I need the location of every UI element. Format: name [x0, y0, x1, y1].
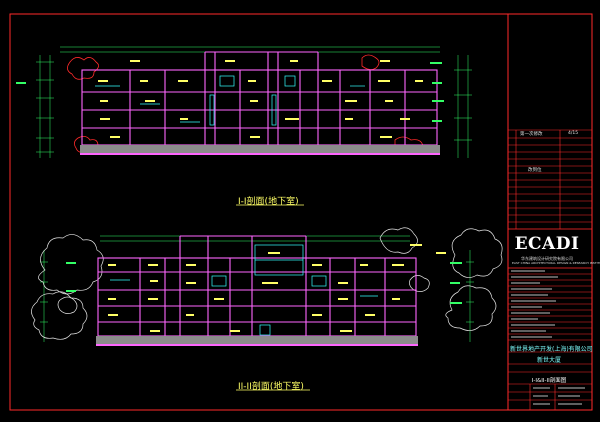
- company-subtitle-cn: 华东建筑设计研究院有限公司: [521, 256, 573, 261]
- foundation-slab-bottom: [96, 336, 418, 344]
- revision-label: 第一次修改: [520, 132, 543, 137]
- section-I-I[interactable]: [16, 46, 472, 158]
- section-walls-top: [81, 51, 438, 146]
- revision-date: 4/15: [568, 131, 579, 136]
- room-labels-bottom: [108, 244, 446, 332]
- foundation-ground-top: [80, 153, 440, 155]
- interior-details-top: [95, 75, 365, 126]
- section-II-II[interactable]: [31, 227, 503, 346]
- ecadi-logo-box: [507, 228, 593, 269]
- room-labels-top: [98, 60, 423, 138]
- project-name: 新世大厦: [536, 357, 561, 364]
- titleblock-notes: [511, 270, 585, 405]
- landscape-trees: [31, 227, 503, 340]
- dimension-lines-right-top: [454, 55, 472, 158]
- company-subtitle-en: EAST CHINA ARCHITECTURAL DESIGN & RESEAR…: [512, 261, 600, 265]
- section-walls-bottom: [97, 235, 417, 337]
- revision-note: 改到位: [528, 168, 542, 173]
- callouts-right-top: [16, 62, 444, 122]
- section-title-bottom: II-II剖面(地下室): [238, 382, 304, 392]
- titleblock-grid: [508, 129, 592, 410]
- sheet-border: [9, 13, 593, 411]
- section-title-top: I-I剖面(地下室): [238, 197, 299, 207]
- foundation-slab-top: [80, 145, 440, 153]
- company-logo: ECADI: [514, 234, 580, 254]
- foundation-ground-bottom: [96, 344, 418, 346]
- client-name: 新世界地产开发(上海)有限公司: [510, 346, 593, 353]
- interior-details-bottom: [110, 244, 378, 336]
- drawing-title: I-I&II-II剖面图: [531, 378, 567, 384]
- callouts-bottom: [66, 262, 462, 304]
- company-subtitle: 华东建筑设计研究院有限公司 EAST CHINA ARCHITECTURAL D…: [512, 256, 600, 266]
